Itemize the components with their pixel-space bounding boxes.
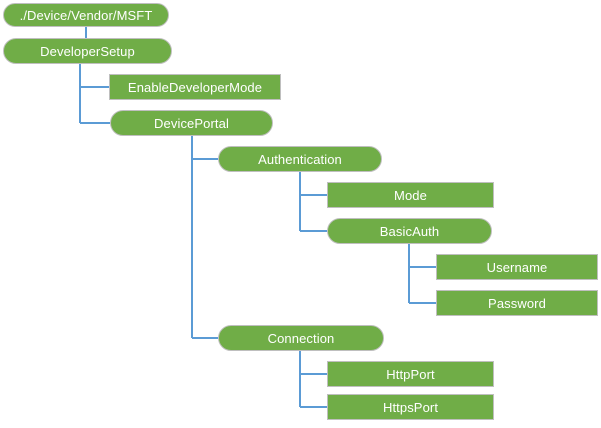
node-label: Authentication bbox=[258, 151, 342, 167]
node-username[interactable]: Username bbox=[436, 254, 598, 280]
node-root[interactable]: ./Device/Vendor/MSFT bbox=[3, 3, 169, 27]
node-label: HttpsPort bbox=[382, 399, 439, 415]
node-label: Mode bbox=[394, 187, 427, 203]
node-basicauth[interactable]: BasicAuth bbox=[327, 218, 492, 244]
node-label: Username bbox=[486, 259, 548, 275]
node-password[interactable]: Password bbox=[436, 290, 598, 316]
node-deviceportal[interactable]: DevicePortal bbox=[110, 110, 273, 136]
node-label: DevicePortal bbox=[154, 115, 229, 131]
node-developersetup[interactable]: DeveloperSetup bbox=[3, 38, 172, 64]
node-httpport[interactable]: HttpPort bbox=[327, 361, 494, 387]
node-authentication[interactable]: Authentication bbox=[218, 146, 382, 172]
node-label: ./Device/Vendor/MSFT bbox=[19, 7, 153, 23]
node-httpsport[interactable]: HttpsPort bbox=[327, 394, 494, 420]
node-label: DeveloperSetup bbox=[40, 43, 135, 59]
node-label: Password bbox=[488, 295, 546, 311]
node-mode[interactable]: Mode bbox=[327, 182, 494, 208]
node-label: EnableDeveloperMode bbox=[127, 79, 263, 95]
node-label: BasicAuth bbox=[379, 223, 440, 239]
node-connection[interactable]: Connection bbox=[218, 325, 384, 351]
node-label: Connection bbox=[267, 330, 335, 346]
node-label: HttpPort bbox=[386, 366, 435, 382]
node-enabledevelopermode[interactable]: EnableDeveloperMode bbox=[109, 74, 281, 100]
